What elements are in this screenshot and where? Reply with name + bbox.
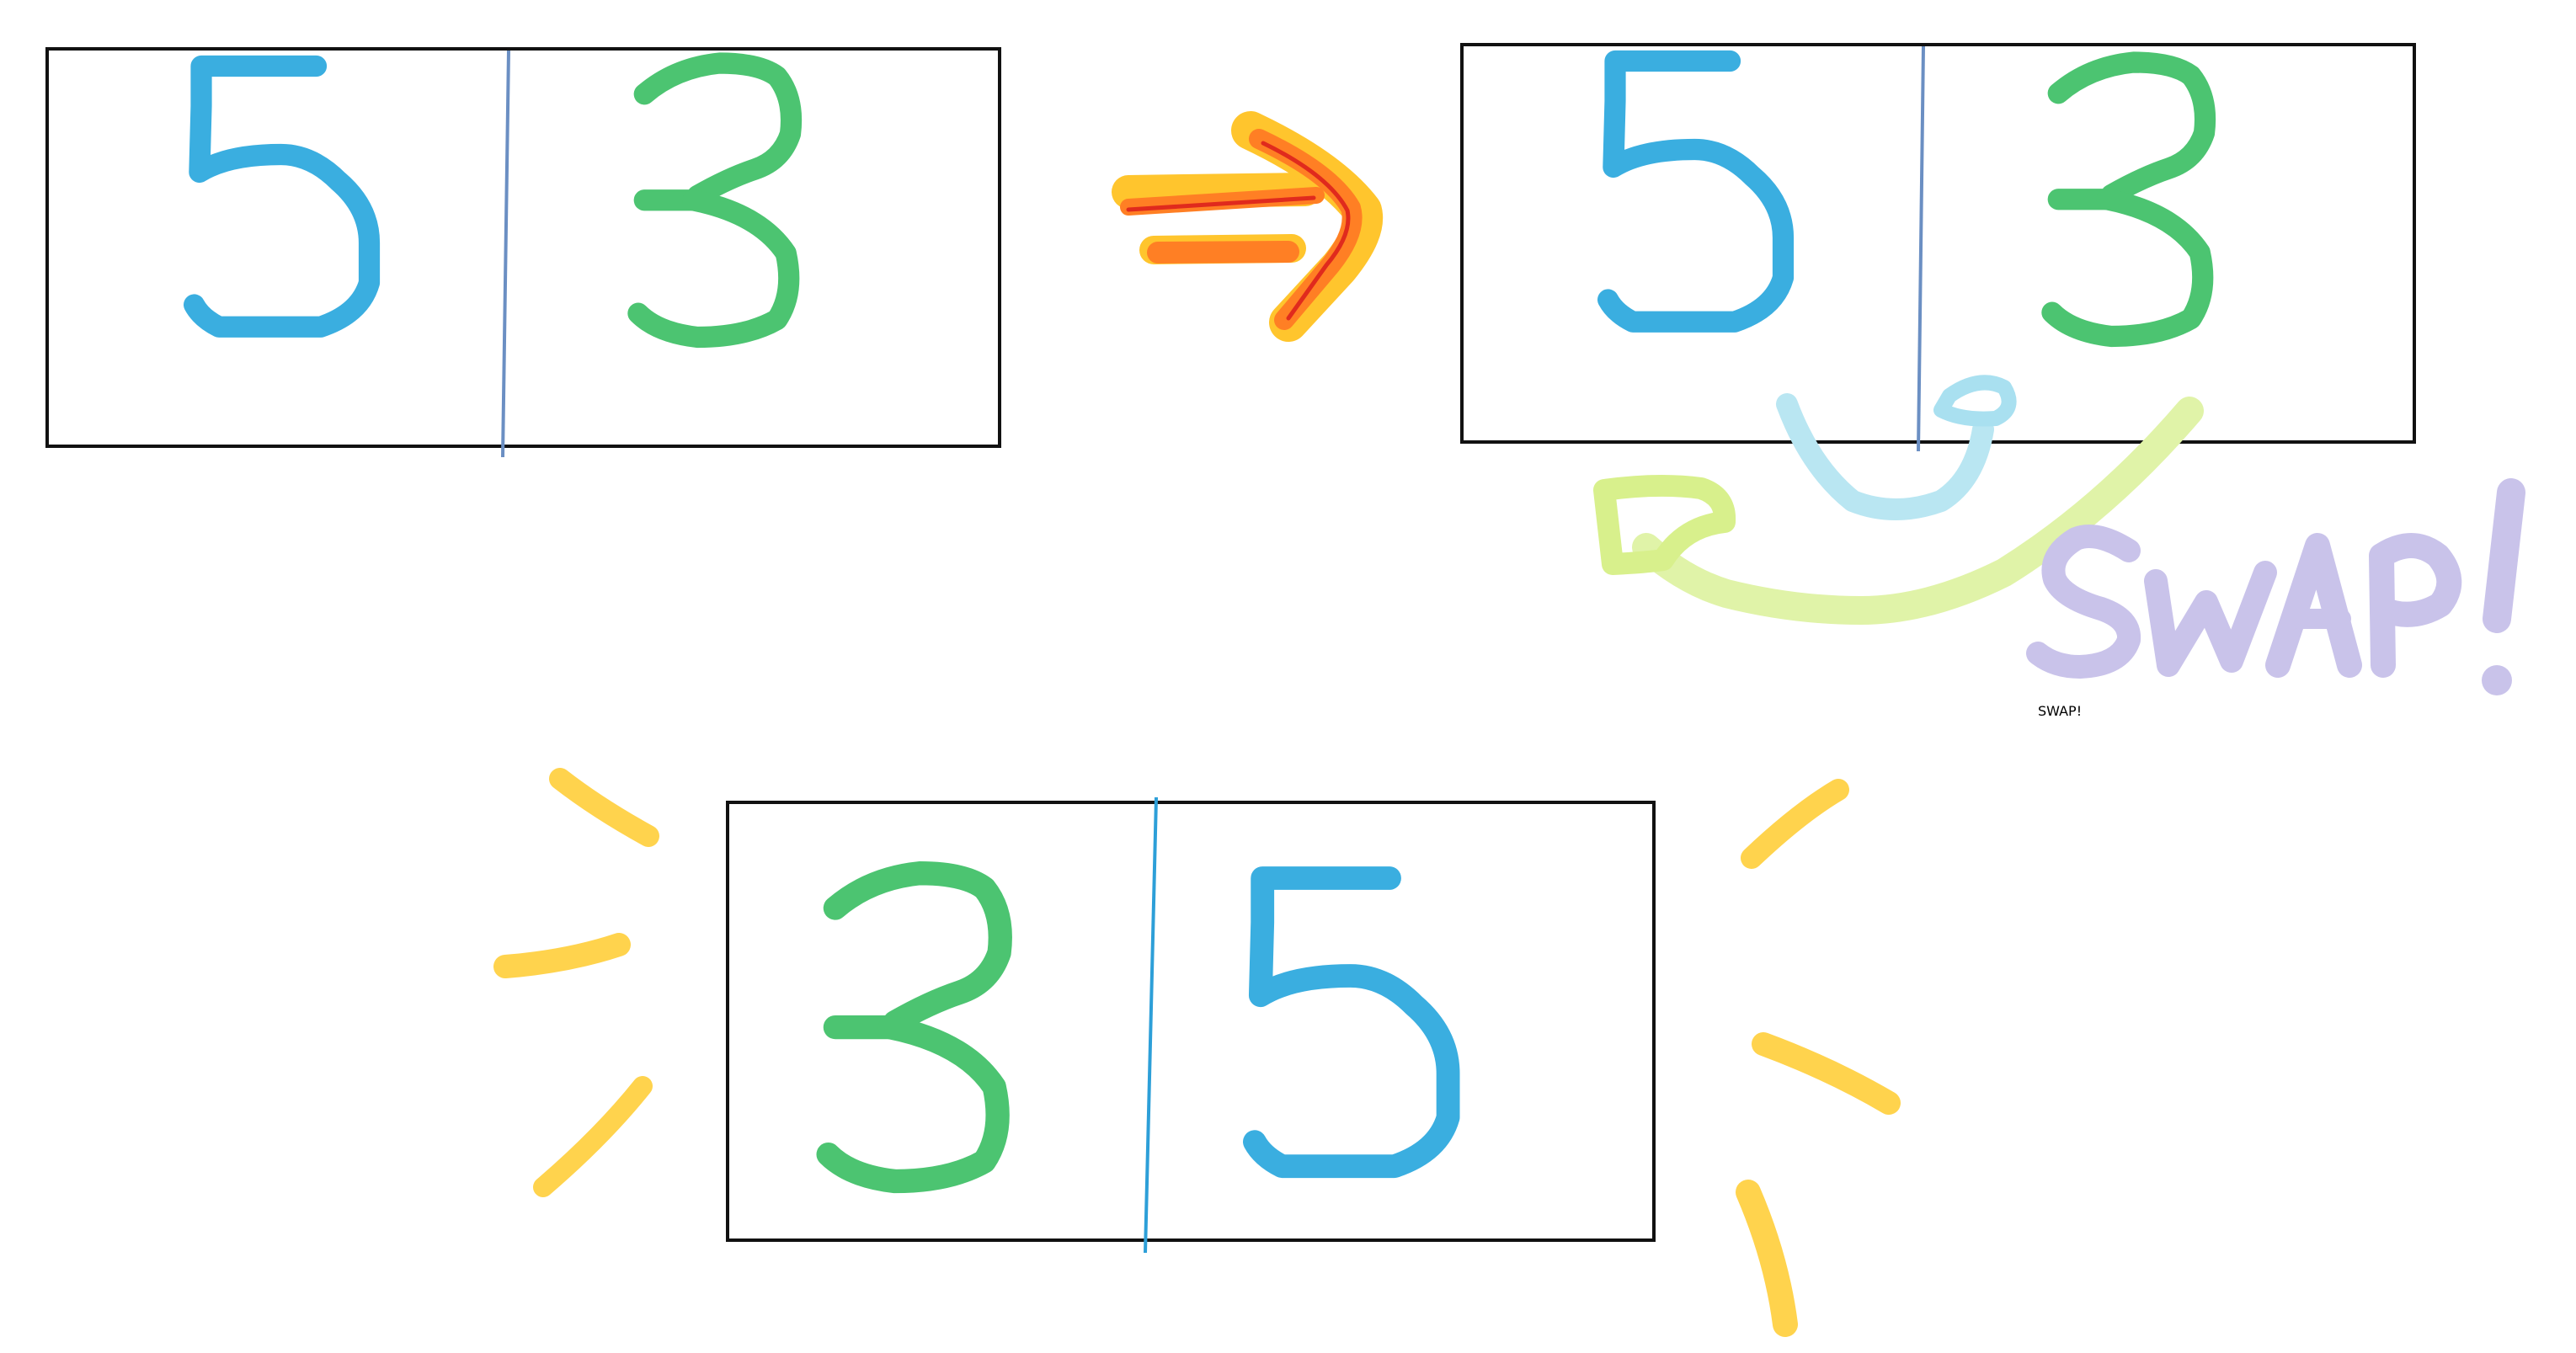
swap-left-arrow-icon [1593, 397, 2204, 625]
result-left-digit [829, 873, 1000, 1181]
before-right-digit [638, 63, 792, 337]
sparkle-rays-icon [493, 768, 1901, 1337]
result-pair [726, 796, 1656, 1254]
after-cell-frame [1460, 43, 2416, 444]
before-pair [45, 47, 1001, 458]
swap-right-arrow-icon [1776, 375, 2017, 520]
after-right-digit [2052, 62, 2205, 336]
after-left-digit [1608, 61, 1784, 322]
after-pair [1460, 43, 2416, 452]
result-divider [1144, 796, 1158, 1254]
after-divider [1917, 45, 1925, 452]
swap-label: SWAP! [2026, 478, 2525, 719]
transition-arrow-icon [1112, 111, 1384, 342]
before-left-digit [195, 67, 370, 328]
before-cell-frame [45, 47, 1001, 448]
result-right-digit [1255, 878, 1448, 1166]
before-divider [501, 50, 510, 458]
result-cell-frame [726, 801, 1656, 1242]
swap-label-text: SWAP! [2038, 703, 2082, 719]
